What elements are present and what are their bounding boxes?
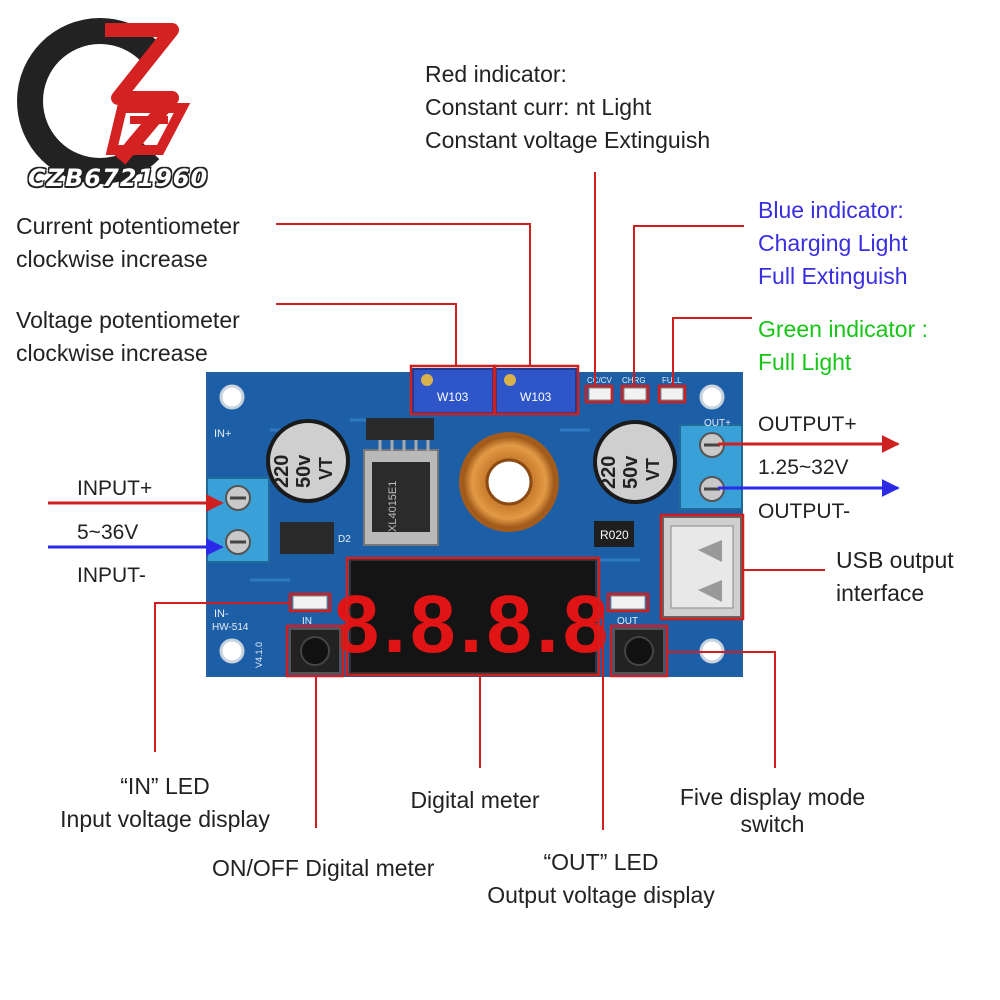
out-led-label: “OUT” LED Output voltage display (487, 849, 715, 908)
voltage-pot-label: Voltage potentiometer clockwise increase (16, 307, 240, 366)
svg-text:220: 220 (271, 455, 293, 488)
green-indicator-led (660, 387, 684, 401)
digital-meter-label: Digital meter (410, 787, 540, 813)
output-capacitor: 220 50v VT (593, 420, 677, 504)
out-led (610, 595, 646, 610)
output-minus-label: OUTPUT- (758, 500, 851, 523)
mount-hole (219, 638, 245, 664)
svg-text:VT: VT (643, 458, 663, 481)
svg-text:50v: 50v (293, 454, 315, 488)
blue-indicator-label: Blue indicator: Charging Light Full Exti… (758, 197, 908, 289)
in-led (292, 595, 328, 610)
czb-logo (17, 18, 191, 184)
svg-text:IN: IN (302, 616, 312, 627)
onoff-button (289, 628, 341, 674)
svg-text:R020: R020 (600, 528, 629, 542)
red-indicator-label: Red indicator: Constant curr: nt Light C… (425, 61, 711, 153)
usb-port (662, 516, 742, 618)
svg-text:W103: W103 (520, 390, 552, 404)
toroid-inductor (459, 432, 559, 532)
input-capacitor: 220 50v VT (266, 419, 350, 503)
io-arrows (48, 435, 900, 556)
usb-label: USB output interface (836, 547, 954, 606)
blue-indicator-led (623, 387, 647, 401)
input-minus-label: INPUT- (77, 564, 146, 587)
onoff-label: ON/OFF Digital meter (212, 855, 435, 881)
current-potentiometer: W103 (495, 368, 577, 414)
callout-lines (154, 172, 825, 830)
svg-text:V4.1.0: V4.1.0 (254, 642, 264, 668)
mode-switch-label: Five display mode switch (679, 784, 866, 837)
svg-text:HW-514: HW-514 (212, 622, 249, 633)
input-range-label: 5~36V (77, 521, 139, 544)
pcb-board: 220 50v VT 220 50v VT XL4015E1 (206, 368, 743, 677)
input-plus-label: INPUT+ (77, 477, 153, 500)
mount-hole (219, 384, 245, 410)
svg-text:50v: 50v (620, 455, 642, 489)
shunt-resistor (594, 521, 634, 547)
voltage-potentiometer: W103 (412, 368, 494, 414)
output-range-label: 1.25~32V (758, 456, 849, 479)
in-led-label: “IN” LED Input voltage display (60, 773, 270, 832)
output-plus-label: OUTPUT+ (758, 413, 857, 436)
svg-text:IN+: IN+ (214, 428, 231, 440)
brand-name: CZB6721960 (28, 164, 209, 192)
svg-text:W103: W103 (437, 390, 469, 404)
svg-text:OUT: OUT (617, 616, 638, 627)
svg-text:8.8.8.8: 8.8.8.8 (334, 579, 613, 670)
green-indicator-label: Green indicator : Full Light (758, 316, 929, 375)
red-indicator-led (588, 387, 612, 401)
current-pot-label: Current potentiometer clockwise increase (16, 213, 240, 272)
mount-hole (699, 384, 725, 410)
svg-text:CC/CV: CC/CV (587, 376, 613, 385)
svg-text:XL4015E1: XL4015E1 (387, 481, 399, 532)
digital-meter-display: 8.8.8.8 (334, 559, 613, 674)
svg-text:D2: D2 (338, 534, 351, 545)
mode-switch-button (613, 628, 665, 674)
svg-text:VT: VT (316, 457, 336, 480)
regulator-chip: XL4015E1 (363, 418, 439, 546)
svg-text:IN-: IN- (214, 608, 229, 620)
diode (280, 522, 334, 554)
svg-text:220: 220 (598, 456, 620, 489)
svg-text:OUT+: OUT+ (704, 418, 731, 429)
